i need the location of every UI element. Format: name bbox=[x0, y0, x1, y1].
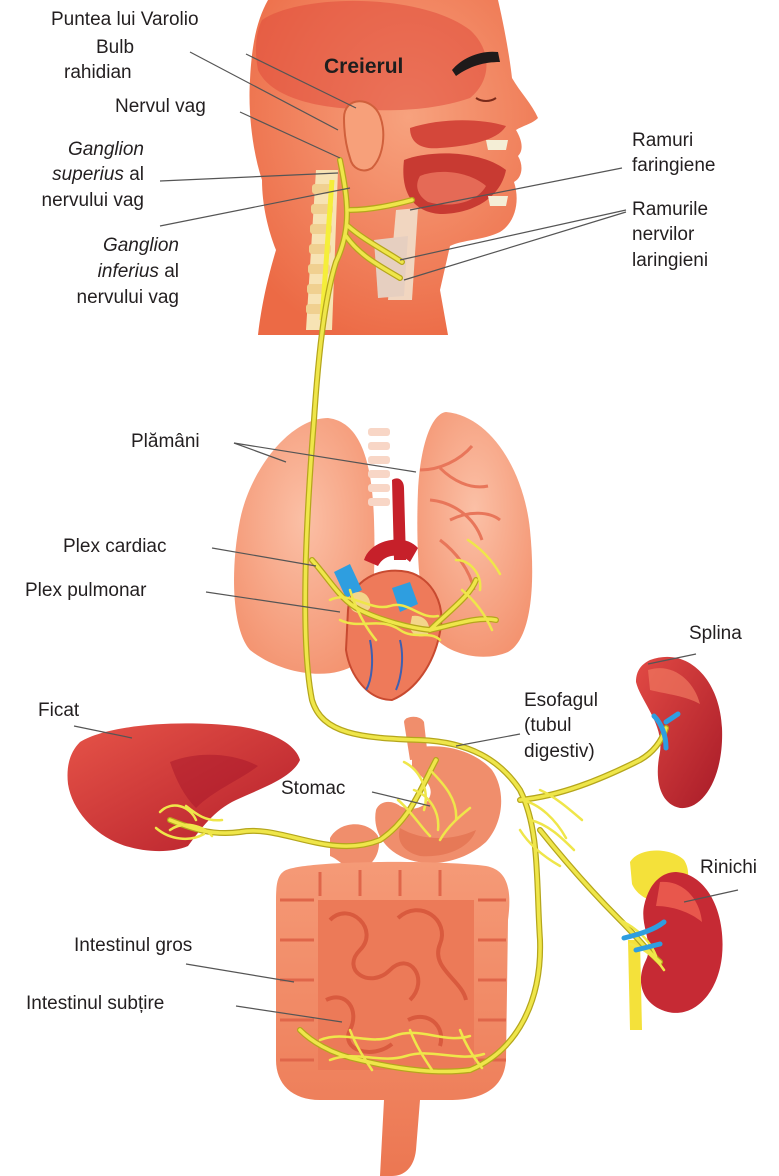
leader-esophagus bbox=[456, 734, 520, 746]
spleen bbox=[636, 657, 722, 808]
spleen-label: Splina bbox=[689, 622, 742, 646]
kidney-label: Rinichi bbox=[700, 856, 757, 880]
laryngeal-label-line2: nervilor bbox=[632, 223, 694, 247]
medulla-label-line2: rahidian bbox=[64, 61, 132, 85]
inf-ganglion-label-line1: Ganglion bbox=[103, 234, 179, 258]
small-intestine-label: Intestinul subțire bbox=[26, 992, 164, 1016]
intestines bbox=[276, 862, 509, 1176]
esophagus-label-line2: (tubul bbox=[524, 714, 572, 738]
laryngeal-label-line1: Ramurile bbox=[632, 198, 708, 222]
esophagus-label-line1: Esofagul bbox=[524, 689, 598, 713]
sup-ganglion-label-line3: nervului vag bbox=[42, 189, 144, 213]
medulla-label-line1: Bulb bbox=[96, 36, 134, 60]
vagus-label: Nervul vag bbox=[115, 95, 206, 119]
cardiac-plexus-label: Plex cardiac bbox=[63, 535, 167, 559]
brain-label: Creierul bbox=[324, 55, 403, 79]
stomach-label: Stomac bbox=[281, 777, 345, 801]
ear bbox=[344, 101, 383, 170]
ureter bbox=[628, 940, 642, 1030]
inf-ganglion-label-line3: nervului vag bbox=[77, 286, 179, 310]
pharyngeal-label-line1: Ramuri bbox=[632, 129, 693, 153]
sup-ganglion-al: al bbox=[124, 164, 144, 185]
small-intestine bbox=[318, 900, 474, 1070]
inf-ganglion-latin: inferius bbox=[98, 261, 159, 282]
pulmonary-plexus-label: Plex pulmonar bbox=[25, 579, 146, 603]
head bbox=[250, 0, 539, 335]
inf-ganglion-al: al bbox=[159, 261, 179, 282]
sup-ganglion-label-line2: superius al bbox=[52, 163, 144, 187]
esophagus-label-line3: digestiv) bbox=[524, 740, 595, 764]
liver-label: Ficat bbox=[38, 699, 79, 723]
pons-label: Puntea lui Varolio bbox=[51, 8, 199, 32]
inf-ganglion-label-line2: inferius al bbox=[98, 260, 179, 284]
pharyngeal-label-line2: faringiene bbox=[632, 154, 715, 178]
sup-ganglion-label-line1: Ganglion bbox=[68, 138, 144, 162]
sup-ganglion-latin: superius bbox=[52, 164, 124, 185]
laryngeal-label-line3: laringieni bbox=[632, 249, 708, 273]
lungs-label: Plămâni bbox=[131, 430, 200, 454]
large-intestine-label: Intestinul gros bbox=[74, 934, 192, 958]
